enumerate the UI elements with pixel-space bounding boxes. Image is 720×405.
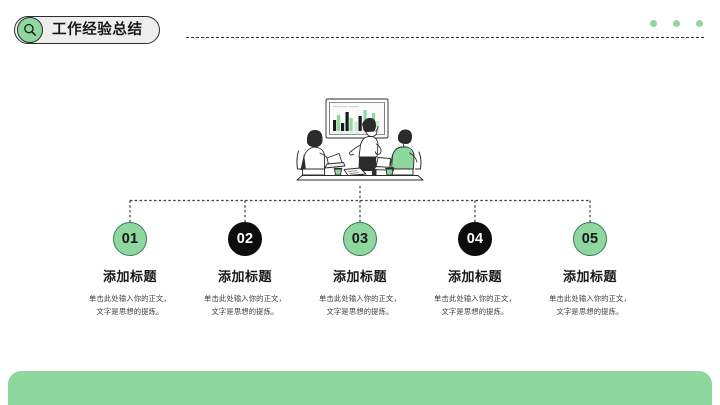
item-title-4: 添加标题 <box>447 269 502 284</box>
item-body-line-2: 文字是思想的提炼。 <box>556 306 624 316</box>
item-title-2: 添加标题 <box>217 269 272 284</box>
item-body-line-1: 单击此处输入你的正文， <box>549 294 631 304</box>
header: 工作经验总结 <box>14 16 704 46</box>
page-title: 工作经验总结 <box>52 21 143 38</box>
connector-tree <box>0 186 720 230</box>
header-dots <box>650 20 703 27</box>
bottom-accent-bar <box>8 371 712 405</box>
item-number-badge-4: 04 <box>458 222 492 256</box>
item-body-line-2: 文字是思想的提炼。 <box>211 306 279 316</box>
header-dashed-rule <box>186 37 704 38</box>
item-body-line-1: 单击此处输入你的正文， <box>319 294 401 304</box>
item-body-1: 单击此处输入你的正文， 文字是思想的提炼。 <box>55 293 205 318</box>
item-body-line-2: 文字是思想的提炼。 <box>441 306 509 316</box>
header-dot-3 <box>696 20 703 27</box>
item-column-3[interactable]: 03 添加标题 单击此处输入你的正文， 文字是思想的提炼。 <box>285 222 435 318</box>
header-dot-1 <box>650 20 657 27</box>
title-pill[interactable]: 工作经验总结 <box>14 16 160 44</box>
item-body-line-1: 单击此处输入你的正文， <box>434 294 516 304</box>
item-body-line-1: 单击此处输入你的正文， <box>204 294 286 304</box>
item-column-1[interactable]: 01 添加标题 单击此处输入你的正文， 文字是思想的提炼。 <box>55 222 205 318</box>
item-body-2: 单击此处输入你的正文， 文字是思想的提炼。 <box>170 293 320 318</box>
item-number-badge-1: 01 <box>113 222 147 256</box>
item-title-5: 添加标题 <box>562 269 617 284</box>
item-body-3: 单击此处输入你的正文， 文字是思想的提炼。 <box>285 293 435 318</box>
item-column-5[interactable]: 05 添加标题 单击此处输入你的正文， 文字是思想的提炼。 <box>515 222 665 318</box>
item-body-line-1: 单击此处输入你的正文， <box>89 294 171 304</box>
item-column-4[interactable]: 04 添加标题 单击此处输入你的正文， 文字是思想的提炼。 <box>400 222 550 318</box>
header-dot-2 <box>673 20 680 27</box>
item-title-1: 添加标题 <box>102 269 157 284</box>
business-meeting-illustration <box>286 96 434 188</box>
item-body-line-2: 文字是思想的提炼。 <box>96 306 164 316</box>
item-number-badge-5: 05 <box>573 222 607 256</box>
search-icon <box>17 17 43 43</box>
item-body-5: 单击此处输入你的正文， 文字是思想的提炼。 <box>515 293 665 318</box>
item-body-4: 单击此处输入你的正文， 文字是思想的提炼。 <box>400 293 550 318</box>
item-number-badge-2: 02 <box>228 222 262 256</box>
item-number-badge-3: 03 <box>343 222 377 256</box>
items-row: 01 添加标题 单击此处输入你的正文， 文字是思想的提炼。 02 添加标题 单击… <box>0 222 720 342</box>
item-title-3: 添加标题 <box>332 269 387 284</box>
item-body-line-2: 文字是思想的提炼。 <box>326 306 394 316</box>
item-column-2[interactable]: 02 添加标题 单击此处输入你的正文， 文字是思想的提炼。 <box>170 222 320 318</box>
